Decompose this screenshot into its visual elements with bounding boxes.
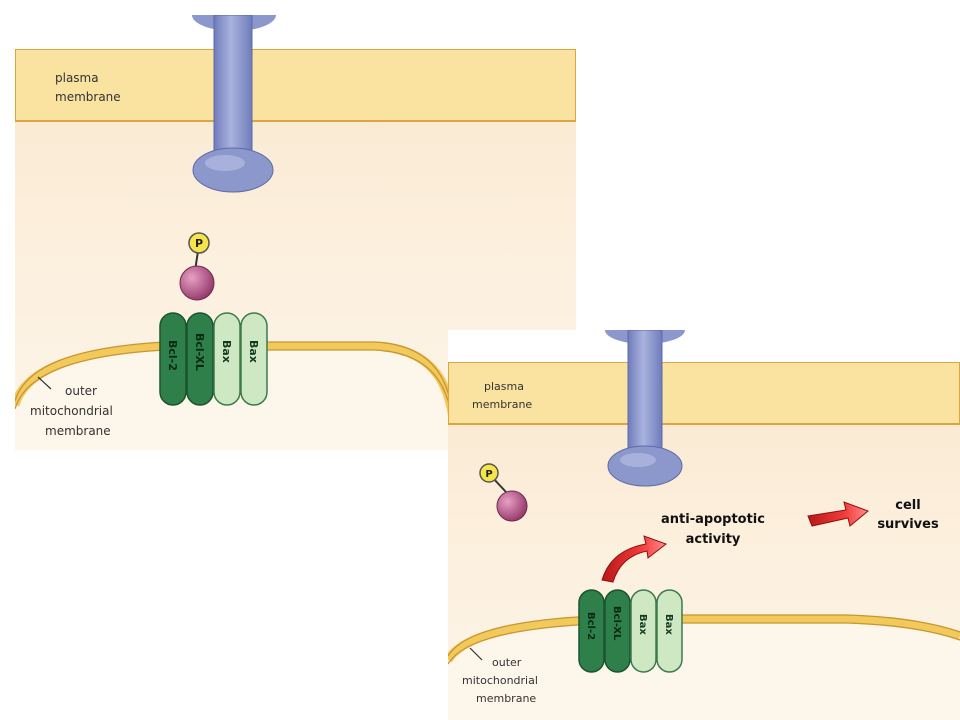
bax-label-1: Bax bbox=[637, 614, 648, 635]
bax-protein-1 bbox=[213, 312, 241, 406]
bcl2-protein bbox=[159, 312, 187, 406]
plasma-membrane bbox=[448, 361, 960, 425]
anti-apoptotic-label-2: activity bbox=[686, 532, 741, 547]
bcl2-protein bbox=[578, 589, 605, 673]
phosphate-icon bbox=[479, 463, 499, 483]
bax-label-1: Bax bbox=[220, 340, 233, 363]
outer-label-1: outer bbox=[492, 656, 522, 669]
receptor bbox=[605, 330, 685, 487]
bax-protein-1 bbox=[630, 589, 657, 673]
outer-label-2: mitochondrial bbox=[462, 674, 538, 687]
bax-label-2: Bax bbox=[663, 614, 674, 635]
bcl-protein-complex: Bcl-2 Bcl-XL Bax Bax bbox=[578, 589, 683, 673]
outer-label-3: membrane bbox=[45, 424, 111, 438]
bclxl-label: Bcl-XL bbox=[193, 333, 206, 371]
phosphorylated-protein: P bbox=[179, 232, 215, 301]
survives-label: survives bbox=[877, 517, 939, 532]
bax-label-2: Bax bbox=[247, 340, 260, 363]
plasma-membrane-label-1: plasma bbox=[484, 380, 524, 393]
plasma-membrane bbox=[15, 48, 576, 122]
plasma-membrane-label-1: plasma bbox=[55, 71, 99, 85]
panel-after-diagram: P Bcl-2 Bcl-XL Bax Bax plasma membrane a… bbox=[448, 330, 960, 720]
bcl-protein-complex: Bcl-2 Bcl-XL Bax Bax bbox=[159, 312, 268, 406]
outer-label-2: mitochondrial bbox=[30, 404, 113, 418]
plasma-membrane-label-2: membrane bbox=[55, 90, 121, 104]
bcl2-label: Bcl-2 bbox=[585, 612, 596, 640]
bax-protein-2 bbox=[656, 589, 683, 673]
outer-membrane-pointer bbox=[469, 647, 483, 661]
cell-label: cell bbox=[895, 498, 920, 513]
phosphate-label: P bbox=[485, 469, 492, 480]
panel-after: P Bcl-2 Bcl-XL Bax Bax plasma membrane a… bbox=[448, 330, 960, 720]
bcl2-label: Bcl-2 bbox=[166, 340, 179, 371]
plasma-membrane-label-2: membrane bbox=[472, 398, 532, 411]
red-curved-arrow bbox=[601, 535, 668, 583]
bax-protein-2 bbox=[240, 312, 268, 406]
phosphorylated-protein: P bbox=[479, 463, 528, 522]
panel-before: P Bcl-2 Bcl-XL Bax Bax plasma membrane o… bbox=[15, 15, 576, 450]
bclxl-label: Bcl-XL bbox=[611, 606, 622, 641]
bclxl-protein bbox=[186, 312, 214, 406]
phosphate-label: P bbox=[195, 237, 203, 250]
outer-membrane-pointer bbox=[37, 376, 52, 390]
anti-apoptotic-label-1: anti-apoptotic bbox=[661, 512, 765, 527]
phosphate-icon bbox=[188, 232, 210, 254]
receptor bbox=[192, 15, 276, 193]
outer-label-3: membrane bbox=[476, 692, 536, 705]
outer-label-1: outer bbox=[65, 384, 97, 398]
panel-before-diagram: P Bcl-2 Bcl-XL Bax Bax plasma membrane o… bbox=[15, 15, 576, 450]
red-arrow-to-cell-survives bbox=[807, 501, 869, 527]
bclxl-protein bbox=[604, 589, 631, 673]
